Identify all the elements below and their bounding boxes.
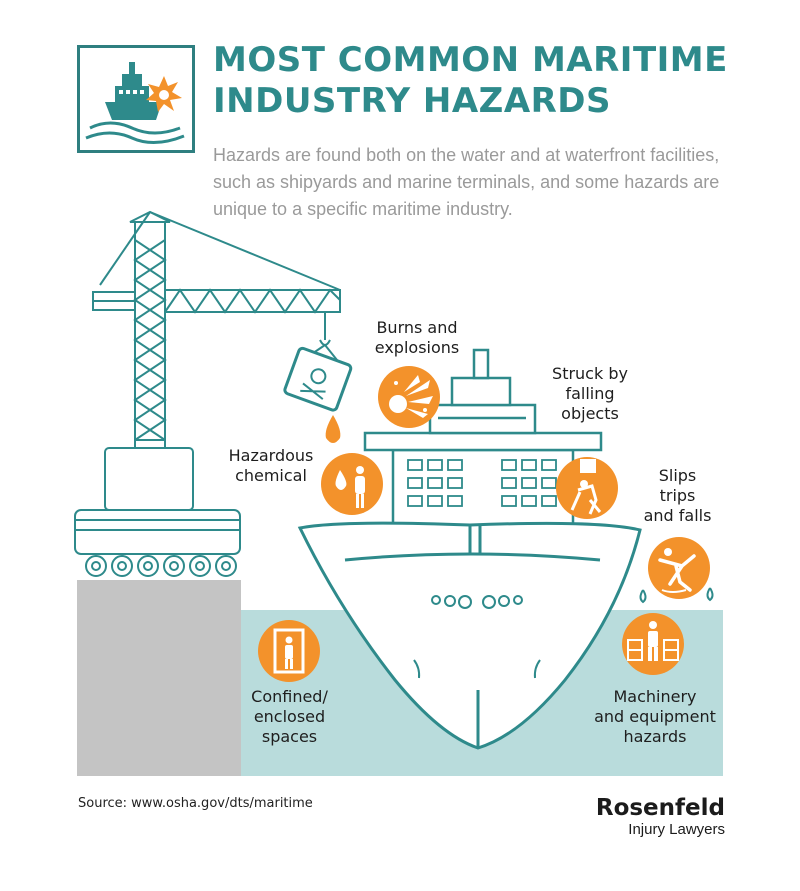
dock (77, 580, 241, 776)
chemical-drip (325, 415, 341, 443)
slip-fall-icon (648, 537, 710, 599)
confined-space-icon (258, 620, 320, 682)
brand-logo: Rosenfeld Injury Lawyers (580, 795, 725, 839)
ship-explosion-icon (77, 45, 195, 153)
explosion-icon (378, 366, 440, 428)
hull-portholes (413, 595, 541, 679)
ship-windows (407, 459, 557, 507)
label-burns-explosions: Burns and explosions (374, 318, 460, 357)
machinery-icon (622, 613, 684, 675)
label-machinery-equipment: Machinery and equipment hazards (594, 687, 716, 746)
hazard-barrel (283, 346, 353, 412)
label-slips-trips-falls: Slips trips and falls (643, 466, 712, 525)
splash-drops (639, 587, 714, 604)
ship-hull (297, 521, 642, 750)
page-title: MOST COMMON MARITIME INDUSTRY HAZARDS (213, 40, 728, 121)
crane-wheels (85, 555, 237, 577)
label-confined-spaces: Confined/ enclosed spaces (251, 687, 328, 746)
label-struck-falling-objects: Struck by falling objects (552, 364, 628, 423)
brand-tagline: Injury Lawyers (628, 821, 725, 838)
chemical-drop-icon (321, 453, 383, 515)
source-note: Source: www.osha.gov/dts/maritime (78, 796, 313, 811)
subtitle: Hazards are found both on the water and … (213, 145, 720, 219)
label-hazardous-chemical: Hazardous chemical (228, 446, 314, 485)
brand-name: Rosenfeld (595, 795, 725, 821)
falling-object-icon (556, 457, 618, 519)
